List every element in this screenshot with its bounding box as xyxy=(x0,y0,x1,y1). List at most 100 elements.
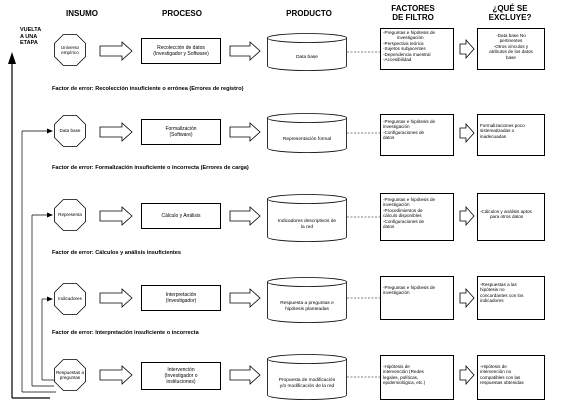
excluye-4-item-2: intervención no xyxy=(480,369,512,375)
feedback-branch-row-2-arrowhead xyxy=(47,212,53,218)
producto-3-line-2: hipótesis planteadas xyxy=(285,307,329,312)
proceso-0-line-2: (Investigador y Software) xyxy=(153,51,209,57)
insumo-0-line-1: Universo xyxy=(60,44,80,50)
excluye-0-item-4: atributos de los datos xyxy=(489,49,533,55)
excluye-0-item-3: -Otros vínculos y xyxy=(493,43,529,49)
excluye-3-item-4: indicadores xyxy=(480,298,504,304)
header-excluye-line-1: ¿QUÉ SE xyxy=(492,4,528,13)
block-arrow-insumo-proceso-1 xyxy=(99,122,133,142)
proceso-box-3: Interpretación(Investigador) xyxy=(141,285,221,311)
producto-cylinder-1 xyxy=(267,113,347,153)
producto-4-line-1: Propuesta de modificación xyxy=(278,378,336,384)
error-label-0: Factor de error: Recolección insuficient… xyxy=(52,86,244,92)
block-arrow-factores-excluye-3 xyxy=(459,287,475,309)
excluye-box-0: -Data base No pertinentes -Otros vínculo… xyxy=(477,28,545,70)
insumo-octagon-3 xyxy=(54,283,86,315)
insumo-1-line-1: Data base xyxy=(59,128,81,134)
producto-1-line-1: Representación formal xyxy=(282,137,332,143)
factores-1-item-3: -Configuraciones de xyxy=(383,129,425,135)
error-label-2: Factor de error: Cálculos y análisis ins… xyxy=(52,250,182,256)
proceso-1-line-2: (Software) xyxy=(169,132,193,138)
producto-4-line-2: y/o modificación de la red xyxy=(279,384,335,389)
factores-2-item-3: -Procedimientos de xyxy=(383,207,423,213)
factores-box-2: -Preguntas e hipótesis de investigación … xyxy=(380,193,454,241)
factores-box-1: -Preguntas e hipótesis de investigación … xyxy=(380,114,454,156)
header-proceso: PROCESO xyxy=(161,9,202,18)
insumo-octagon-4 xyxy=(54,359,86,391)
factores-box-0: -Preguntas e hipótesis de investigación … xyxy=(380,28,454,70)
excluye-0-item-2: pertinentes xyxy=(499,38,523,44)
factores-2-item-6: datos xyxy=(383,224,395,230)
proceso-box-1: Formalización(Software) xyxy=(141,119,221,145)
excluye-1-item-2: sistematizadas o xyxy=(480,128,515,134)
proceso-2-line-1: Cálculo y Análisis xyxy=(161,213,201,219)
insumo-4-line-1: Respuestas a xyxy=(55,369,85,375)
proceso-3-line-2: (Investigador) xyxy=(165,298,197,304)
insumo-4-line-2: preguntas xyxy=(59,375,81,380)
insumo-0-line-2: empírico xyxy=(61,50,79,55)
block-arrow-factores-excluye-1 xyxy=(459,122,475,144)
insumo-3-line-1: Indicadores xyxy=(58,296,82,302)
block-arrow-factores-excluye-4 xyxy=(459,364,475,386)
producto-cylinder-3 xyxy=(267,277,347,323)
factores-1-item-4: datos xyxy=(383,135,395,141)
block-arrow-factores-excluye-0 xyxy=(459,38,475,60)
factores-4-item-1: -Hipótesis de xyxy=(383,364,410,369)
feedback-branch-row-1-arrowhead xyxy=(47,128,53,134)
producto-cylinder-4 xyxy=(267,354,347,400)
feedback-label: VUELTA A UNA ETAPA xyxy=(20,27,41,47)
feedback-branch-row-3-arrowhead xyxy=(47,296,53,302)
insumo-text-2: Representa xyxy=(54,199,86,231)
block-arrow-insumo-proceso-2 xyxy=(99,206,133,226)
excluye-2-item-2: para otros datos xyxy=(490,214,524,220)
producto-0-line-1: Data base xyxy=(296,55,318,61)
excluye-2-item-1: -Cálculos y análisis aptos xyxy=(480,209,532,214)
proceso-1-line-1: Formalización xyxy=(165,126,197,132)
block-arrow-proceso-producto-4 xyxy=(229,365,261,385)
proceso-box-0: Recolección de datos(Investigador y Soft… xyxy=(141,38,221,64)
insumo-text-3: Indicadores xyxy=(54,283,86,315)
feedback-label-line-3: ETAPA xyxy=(20,40,38,46)
error-label-1: Factor de error: Formalización insuficie… xyxy=(52,165,249,171)
factores-box-4: -Hipótesis de intervención (Redes legale… xyxy=(380,355,454,400)
producto-text-0: Data base xyxy=(267,46,347,70)
factores-0-item-4: -Sujetos subjacentes xyxy=(383,46,426,52)
excluye-0-item-5: base xyxy=(506,54,516,60)
excluye-3-item-3: concordantes con los xyxy=(480,292,524,298)
factores-0-item-2: investigación xyxy=(397,35,424,41)
feedback-main-arrowhead xyxy=(8,52,16,64)
excluye-box-1: Formalizaciones poco sistematizadas o in… xyxy=(477,114,545,156)
block-arrow-factores-excluye-2 xyxy=(459,205,475,227)
block-arrow-proceso-producto-0 xyxy=(229,41,261,61)
feedback-label-line-1: VUELTA xyxy=(20,27,42,33)
producto-2-line-2: la red xyxy=(300,225,313,230)
proceso-4-line-2: (Investigador o xyxy=(164,373,198,379)
proceso-box-2: Cálculo y Análisis xyxy=(141,203,221,229)
header-excluye-line-2: EXCLUYE? xyxy=(488,13,532,22)
block-arrow-proceso-producto-1 xyxy=(229,122,261,142)
proceso-4-line-1: Intervención xyxy=(167,367,195,373)
factores-2-item-4: cálculo disponibles xyxy=(383,213,422,219)
excluye-box-2: -Cálculos y análisis aptos para otros da… xyxy=(477,193,545,241)
factores-3-item-2: investigación xyxy=(383,290,410,296)
excluye-1-item-3: inadecuadas xyxy=(480,133,507,139)
producto-text-1: Representación formal xyxy=(267,128,347,152)
insumo-2-line-1: Representa xyxy=(58,212,82,218)
factores-1-item-1: -Preguntas e hipótesis de xyxy=(383,119,436,124)
producto-cylinder-2 xyxy=(267,194,347,242)
proceso-0-line-1: Recolección de datos xyxy=(157,45,205,51)
block-arrow-insumo-proceso-0 xyxy=(99,41,133,61)
proceso-4-line-3: instituciones) xyxy=(166,379,196,385)
factores-2-item-1: -Preguntas e hipótesis de xyxy=(383,197,436,202)
excluye-4-item-4: respuestas obtenidas xyxy=(480,380,524,386)
factores-4-item-3: legales, políticas, xyxy=(383,374,419,380)
header-excluye: ¿QUÉ SE EXCLUYE? xyxy=(470,4,550,22)
producto-2-line-1: Indicadores descriptivos de xyxy=(277,219,337,225)
